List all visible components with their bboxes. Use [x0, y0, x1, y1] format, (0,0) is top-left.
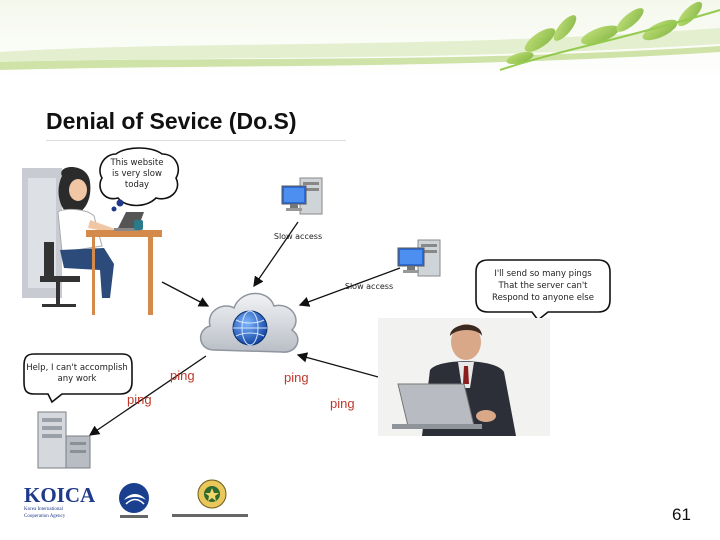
server-tower-icon	[37, 411, 91, 469]
ping-label-1: ping	[170, 368, 195, 383]
arrow-server1-to-cloud	[253, 221, 299, 288]
ping-label-4: ping	[330, 396, 355, 411]
computer-icon-1	[281, 177, 323, 215]
arrow-attacker-to-cloud	[296, 352, 383, 379]
slow-access-label-2: Slow access	[344, 282, 394, 291]
header-banner	[0, 0, 720, 80]
internet-cloud-icon	[200, 292, 299, 353]
arrow-cloud-to-victim-server	[88, 355, 207, 436]
victim-speech-text: Help, I can't accomplish any work	[26, 363, 128, 384]
arrow-user-to-cloud	[161, 281, 210, 307]
attacker-speech-bubble	[475, 259, 611, 322]
attacker-speech-text: I'll send so many pings That the server …	[492, 269, 594, 303]
svg-text:Korea International: Korea International	[24, 507, 64, 512]
slide-title: Denial of Sevice (Do.S)	[46, 108, 297, 134]
ping-label-2: ping	[284, 370, 309, 385]
user-woman-illustration	[22, 166, 162, 315]
arrow-server2-to-cloud	[298, 267, 401, 307]
thought-bubble	[99, 147, 180, 212]
victim-speech-bubble	[23, 353, 133, 404]
ping-label-3: ping	[127, 392, 152, 407]
page-number: 61	[672, 505, 691, 524]
lan-logo	[172, 479, 248, 517]
koica-logo: KOICA Korea International Cooperation Ag…	[24, 483, 96, 519]
kominfo-logo	[119, 483, 149, 518]
attacker-man-illustration	[378, 318, 550, 436]
title-underline	[46, 140, 346, 141]
leaf-decoration	[499, 1, 720, 71]
user-thought-text: This website is very slow today	[110, 158, 164, 190]
svg-text:Cooperation Agency: Cooperation Agency	[24, 514, 66, 519]
slow-access-label-1: Slow access	[273, 232, 323, 241]
svg-text:KOICA: KOICA	[24, 483, 96, 507]
computer-icon-2	[397, 239, 441, 277]
